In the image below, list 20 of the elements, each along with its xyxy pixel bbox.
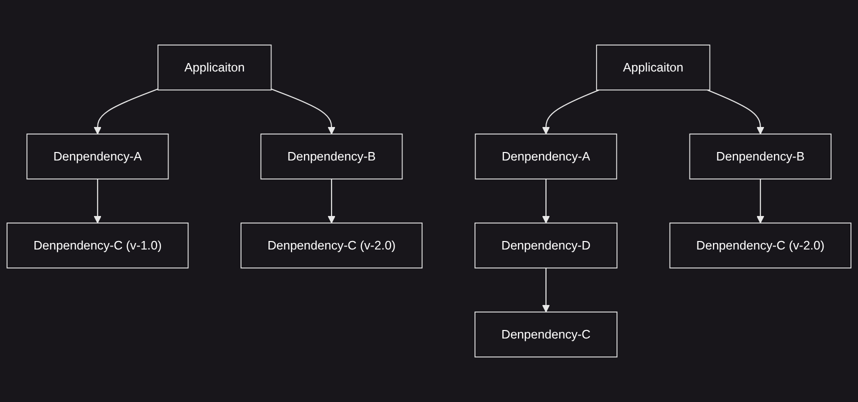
node-box: Applicaiton <box>158 44 272 90</box>
node-box: Denpendency-C <box>474 312 618 358</box>
node-box: Denpendency-C (v-2.0) <box>240 222 423 268</box>
arrow <box>756 178 764 224</box>
arrow <box>542 178 550 224</box>
node-box: Denpendency-A <box>474 134 618 180</box>
arrow <box>271 88 336 134</box>
arrow <box>542 89 600 134</box>
arrow <box>542 268 550 312</box>
node-box: Denpendency-B <box>689 134 832 180</box>
node-box: Denpendency-D <box>474 222 618 268</box>
arrow <box>328 178 336 224</box>
arrow <box>707 89 764 134</box>
node-box: Applicaiton <box>596 44 710 90</box>
node-box: Denpendency-C (v-2.0) <box>669 222 852 268</box>
arrow <box>94 88 158 134</box>
node-box: Denpendency-C (v-1.0) <box>6 222 189 268</box>
node-box: Denpendency-B <box>260 134 403 180</box>
node-box: Denpendency-A <box>26 134 169 180</box>
arrow <box>94 178 102 224</box>
